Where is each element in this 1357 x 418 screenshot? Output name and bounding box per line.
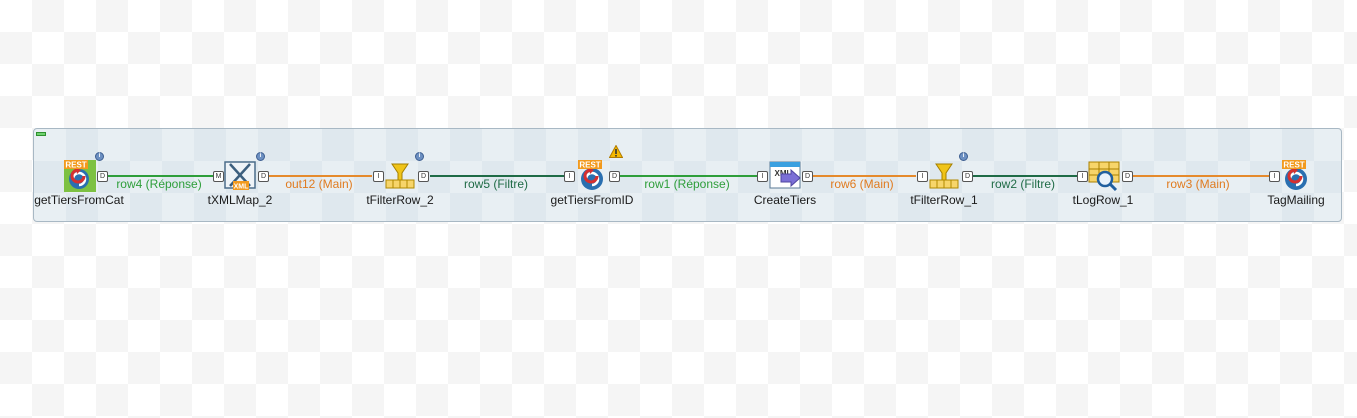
component-label[interactable]: tFilterRow_2 [366,193,434,207]
info-icon[interactable]: i [95,152,104,161]
rest-badge: REST [1283,161,1304,170]
output-port[interactable]: D [609,171,620,182]
component-tFilterRow_2[interactable] [384,160,416,192]
connection-label[interactable]: row4 (Réponse) [116,177,202,191]
connection-label[interactable]: row2 (Filtre) [990,177,1056,191]
connection-label[interactable]: row6 (Main) [830,177,894,191]
component-CreateTiers[interactable]: XML [769,160,801,192]
component-label[interactable]: CreateTiers [753,193,817,207]
component-tXMLMap_2[interactable]: XML [224,160,256,192]
log-row-icon [1088,161,1120,192]
xml-output-icon: XML [769,161,801,189]
component-getTiersFromCat[interactable]: REST [64,160,96,192]
input-port[interactable]: I [564,171,575,182]
connection-row6[interactable] [812,175,916,177]
info-icon[interactable]: i [415,152,424,161]
component-label[interactable]: tXMLMap_2 [207,193,273,207]
output-port[interactable]: D [258,171,269,182]
input-port[interactable]: I [373,171,384,182]
connection-label[interactable]: row1 (Réponse) [644,177,730,191]
rest-icon: REST [578,160,603,190]
component-getTiersFromID[interactable]: REST [576,160,608,192]
connection-row4[interactable] [108,175,224,177]
connection-out12[interactable] [268,175,372,177]
output-port[interactable]: D [97,171,108,182]
info-icon[interactable]: i [256,152,265,161]
xml-badge: XML [234,184,250,191]
rest-badge: REST [579,161,600,170]
output-port[interactable]: D [418,171,429,182]
rest-icon: REST [1282,160,1307,190]
filter-icon [385,163,415,189]
component-TagMailing[interactable]: REST [1280,160,1312,192]
component-tLogRow_1[interactable] [1088,160,1120,192]
output-port[interactable]: D [962,171,973,182]
output-port[interactable]: D [802,171,813,182]
filter-icon [929,163,959,189]
component-label[interactable]: getTiersFromID [550,193,634,207]
info-icon[interactable]: i [959,152,968,161]
output-port[interactable]: D [1122,171,1133,182]
rest-badge: REST [65,161,86,170]
component-label[interactable]: tFilterRow_1 [910,193,978,207]
connection-row3[interactable] [1132,175,1270,177]
connection-label[interactable]: row3 (Main) [1166,177,1230,191]
component-label[interactable]: tLogRow_1 [1072,193,1134,207]
input-port[interactable]: I [917,171,928,182]
connection-label[interactable]: out12 (Main) [285,177,353,191]
component-tFilterRow_1[interactable] [928,160,960,192]
connection-row1[interactable] [620,175,758,177]
xml-map-icon: XML [224,161,256,191]
component-label[interactable]: getTiersFromCat [34,193,124,207]
component-label[interactable]: TagMailing [1267,193,1325,207]
warning-icon[interactable] [609,145,623,158]
input-port[interactable]: M [213,171,224,182]
connection-label[interactable]: row5 (Filtre) [463,177,529,191]
input-port[interactable]: I [757,171,768,182]
connection-row2[interactable] [970,175,1078,177]
input-port[interactable]: I [1077,171,1088,182]
input-port[interactable]: I [1269,171,1280,182]
rest-green-icon: REST [64,160,96,192]
connection-row5[interactable] [430,175,566,177]
subjob-collapse-toggle[interactable] [36,132,46,136]
